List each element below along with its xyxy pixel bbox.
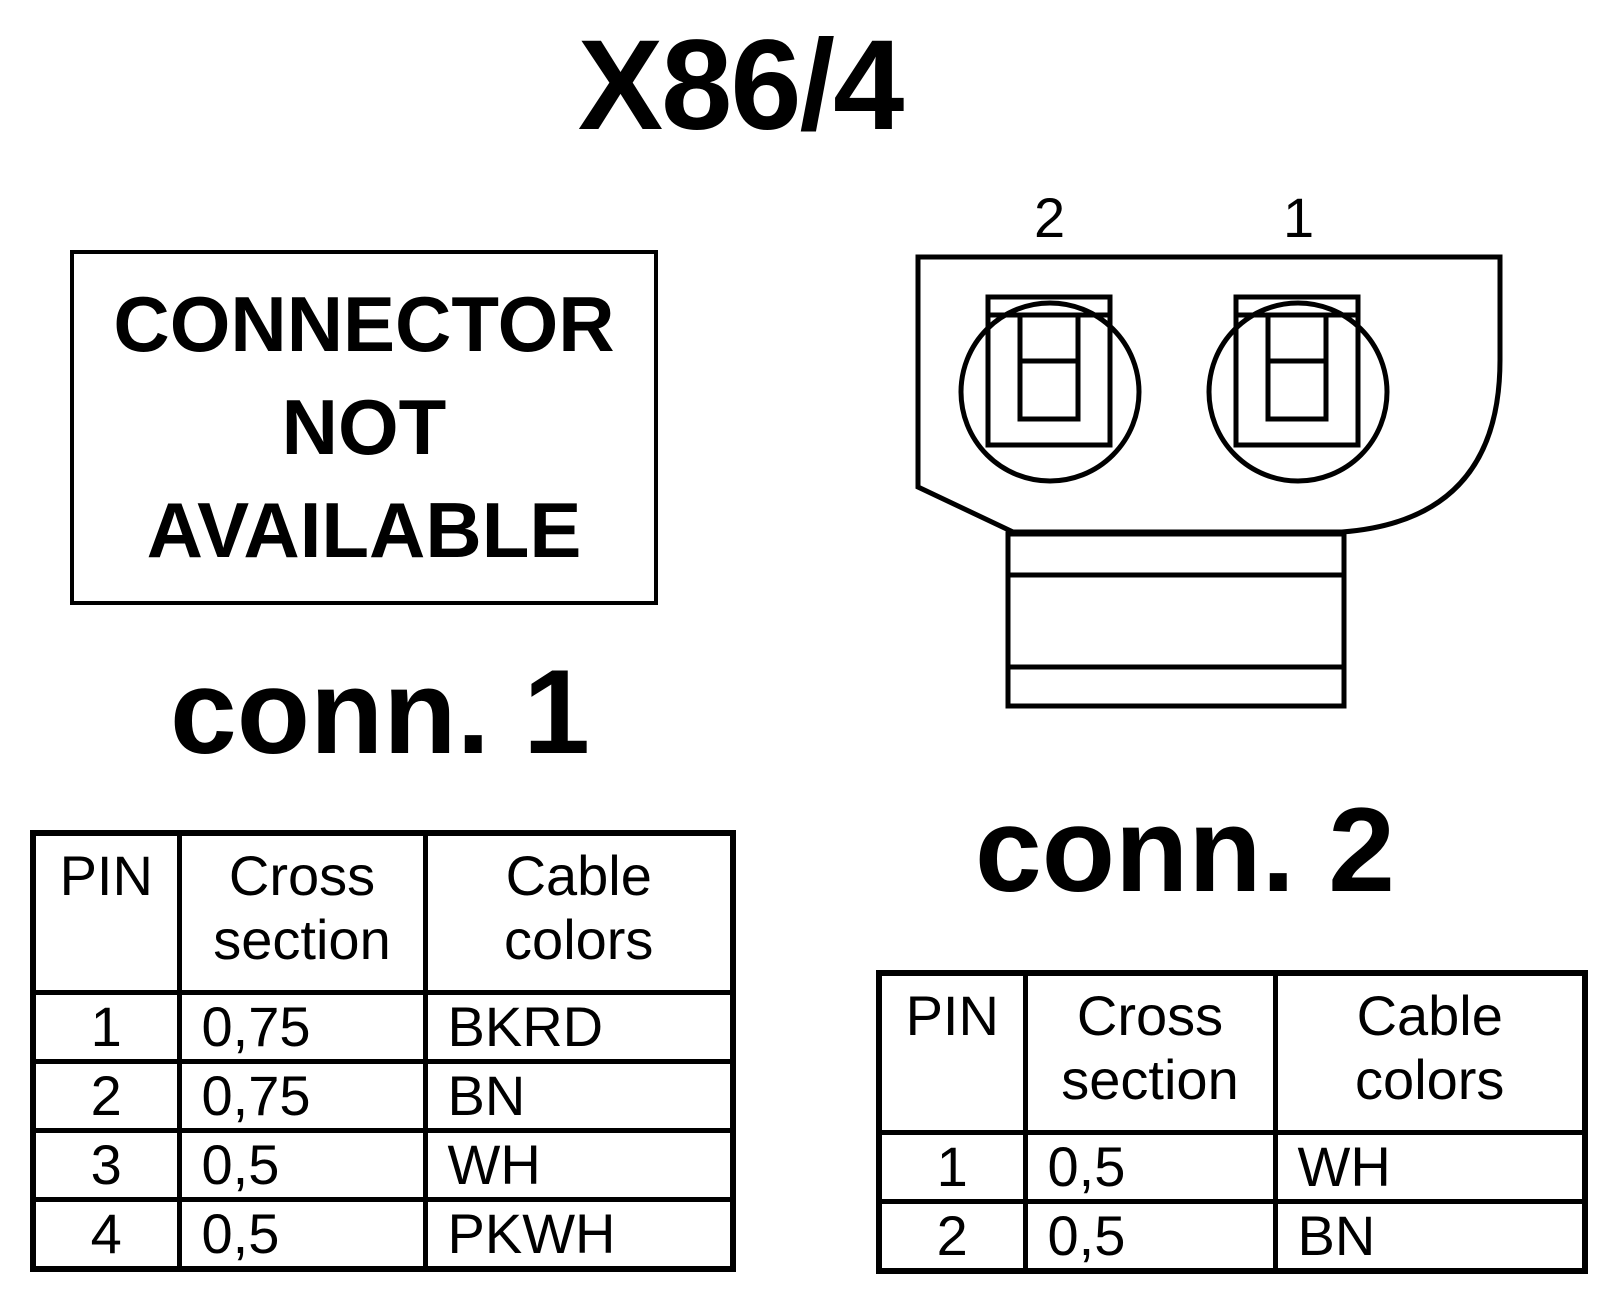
table-row: 3 0,5 WH [30, 1128, 736, 1202]
diagram-title: X86/4 [577, 14, 905, 157]
pin-label-1: 1 [1283, 186, 1315, 249]
not-available-line-3: AVAILABLE [146, 486, 582, 574]
conn-2-label: conn. 2 [974, 783, 1396, 917]
cell-cross-section: 0,75 [176, 990, 428, 1064]
pin-cavity-1 [1206, 294, 1390, 484]
pin-cavity-2 [958, 294, 1142, 484]
table-row: 4 0,5 PKWH [30, 1197, 736, 1272]
cell-cable-color: BKRD [422, 990, 736, 1064]
cell-cable-color: PKWH [422, 1197, 736, 1272]
table-row: 1 0,5 WH [876, 1130, 1588, 1204]
cell-cable-color: BN [422, 1059, 736, 1133]
conn-2-pin-table: PIN Cross section Cable colors 1 0,5 WH … [876, 970, 1588, 1274]
table-row: 2 0,5 BN [876, 1199, 1588, 1274]
cell-pin: 3 [30, 1128, 182, 1202]
table-header-row: PIN Cross section Cable colors [30, 830, 736, 995]
cell-cross-section: 0,5 [176, 1128, 428, 1202]
cell-cross-section: 0,5 [176, 1197, 428, 1272]
connector-latch-body [1005, 531, 1347, 709]
not-available-line-2: NOT [281, 383, 447, 471]
table-header-row: PIN Cross section Cable colors [876, 970, 1588, 1135]
header-pin: PIN [876, 970, 1028, 1135]
table-row: 2 0,75 BN [30, 1059, 736, 1133]
header-cable-colors: Cable colors [422, 830, 736, 995]
header-cable-colors: Cable colors [1272, 970, 1588, 1135]
cell-pin: 1 [876, 1130, 1028, 1204]
cell-cable-color: BN [1272, 1199, 1588, 1274]
cell-cross-section: 0,75 [176, 1059, 428, 1133]
cell-pin: 4 [30, 1197, 182, 1272]
not-available-line-1: CONNECTOR [113, 280, 615, 368]
cell-cross-section: 0,5 [1022, 1199, 1278, 1274]
table-row: 1 0,75 BKRD [30, 990, 736, 1064]
header-cross-section: Cross section [1022, 970, 1278, 1135]
pin-label-2: 2 [1034, 186, 1066, 249]
header-pin: PIN [30, 830, 182, 995]
conn-1-pin-table: PIN Cross section Cable colors 1 0,75 BK… [30, 830, 736, 1272]
header-cross-section: Cross section [176, 830, 428, 995]
conn-1-label: conn. 1 [169, 645, 591, 779]
cell-pin: 2 [30, 1059, 182, 1133]
connector-not-available-box: CONNECTOR NOT AVAILABLE [70, 250, 658, 605]
cell-pin: 2 [876, 1199, 1028, 1274]
cell-cable-color: WH [1272, 1130, 1588, 1204]
cell-pin: 1 [30, 990, 182, 1064]
cell-cross-section: 0,5 [1022, 1130, 1278, 1204]
cell-cable-color: WH [422, 1128, 736, 1202]
